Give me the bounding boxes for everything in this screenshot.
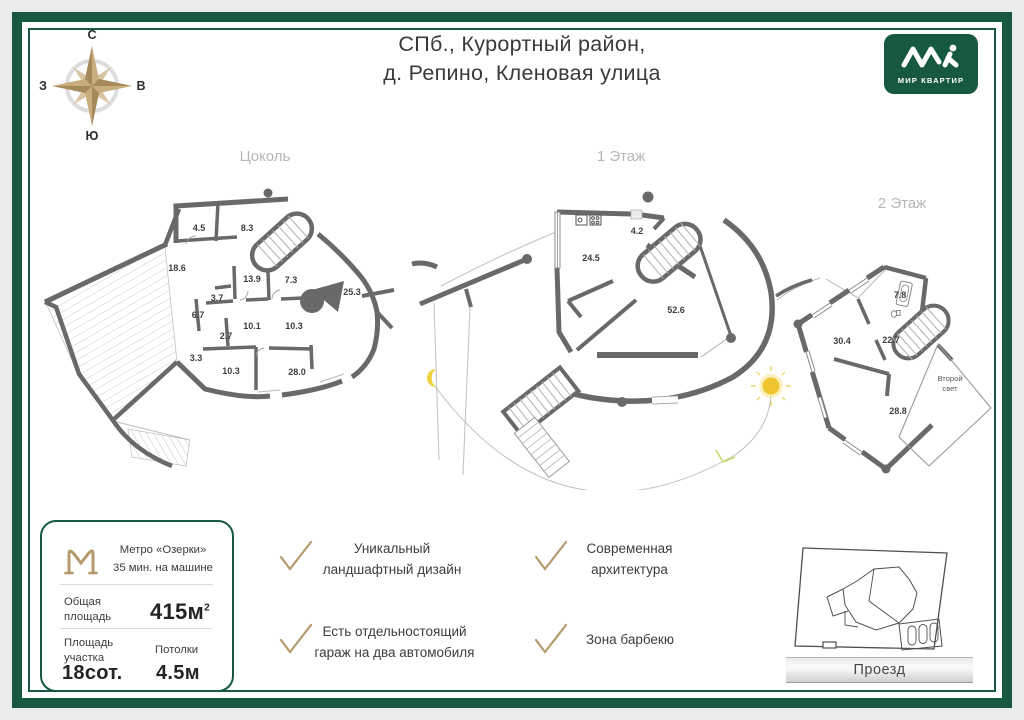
metro-station: Метро «Озерки» [119, 544, 207, 556]
second-light-label-line1: Второй [937, 374, 962, 383]
sun-icon [751, 366, 791, 406]
ceiling-value: 4.5м [156, 662, 200, 684]
column-dot [522, 254, 532, 264]
room-area-label: 3.7 [211, 293, 224, 303]
room-area-label: 3.3 [190, 353, 203, 363]
floor2-plan: 7.8 30.4 22.7 28.8 Второй свет [775, 264, 992, 474]
checkmark-icon [534, 623, 568, 654]
floor1-plan: 24.5 4.2 52.6 [411, 191, 791, 490]
compass-north-label: С [87, 28, 96, 42]
basement-floor-plan: 4.5 8.3 18.6 13.9 7.3 25.3 3.7 6.7 10.1 … [43, 188, 395, 469]
basement-stair-tower [249, 211, 315, 273]
room-area-label: 28.8 [889, 406, 907, 416]
brand-logo: МИР КВАРТИР [884, 34, 978, 94]
feature-architecture: Современная архитектура [586, 541, 673, 577]
room-area-label: 7.3 [285, 275, 298, 285]
logo-brand-text: МИР КВАРТИР [897, 76, 965, 85]
window-hatches [805, 277, 870, 456]
compass-south-label: Ю [86, 129, 99, 142]
site-boundary-lines [433, 231, 772, 490]
road-label: Проезд [853, 662, 906, 678]
room-area-label: 7.8 [894, 290, 907, 300]
divider [60, 628, 213, 629]
garage-footprint [898, 618, 943, 651]
room-area-label: 52.6 [667, 305, 685, 315]
room-area-label: 10.3 [222, 366, 240, 376]
feature-bbq: Зона барбекю [586, 632, 674, 647]
page-title: СПб., Курортный район, д. Репино, Кленов… [262, 30, 782, 88]
total-area-value: 415м2 [149, 599, 210, 624]
sun-path-arrow-icon [715, 449, 736, 463]
title-line-2: д. Репино, Кленовая улица [383, 61, 661, 85]
compass-rose: С В Ю З [39, 28, 145, 142]
road-label-bar: Проезд [786, 657, 973, 683]
column-dot [617, 397, 627, 407]
column-dot [263, 188, 273, 198]
checkmark-icon [279, 623, 313, 654]
basement-title: Цоколь [239, 148, 291, 165]
floor1-title: 1 Этаж [596, 148, 646, 165]
inner-green-frame [28, 28, 996, 692]
column-dot [793, 319, 803, 329]
bathroom-icons [890, 280, 913, 318]
room-area-label: 4.2 [631, 226, 644, 236]
plot-area-value: 18сот. [62, 662, 123, 684]
garden-stairs-hatch [127, 428, 191, 467]
checkmark-icon [279, 540, 313, 571]
compass-west-label: З [39, 79, 47, 93]
exterior-stairs-upper [500, 364, 582, 439]
logo-mk-mark-icon [901, 44, 959, 68]
second-light-label-line2: свет [942, 384, 958, 393]
title-line-1: СПб., Курортный район, [398, 32, 646, 56]
checkmark-icon [534, 540, 568, 571]
ceiling-label: Потолки [155, 644, 199, 656]
column-dot [726, 333, 736, 343]
roof-peak-lines [825, 268, 887, 299]
compass-east-label: В [136, 79, 145, 93]
floor2-stair-tower [891, 303, 951, 361]
floor1-stair-tower [635, 221, 703, 284]
column-dot [881, 464, 891, 474]
room-area-label: 18.6 [168, 263, 186, 273]
room-area-label: 10.3 [285, 321, 303, 331]
room-area-label: 24.5 [582, 253, 600, 263]
exterior-stairs-lower [513, 416, 571, 479]
plot-boundary [794, 547, 948, 650]
room-area-label: 28.0 [288, 367, 306, 377]
kitchen-icons [575, 214, 602, 226]
metro-icon [64, 549, 98, 575]
feature-garage: Есть отдельностоящий гараж на два автомо… [314, 624, 475, 660]
total-area-label: Общая площадь [64, 596, 112, 623]
room-area-label: 30.4 [833, 336, 851, 346]
room-area-label: 22.7 [882, 335, 900, 345]
plot-area-label: Площадь участка [64, 637, 114, 664]
moon-icon [427, 369, 436, 387]
plot-gate [822, 641, 837, 649]
room-area-label: 6.7 [192, 310, 205, 320]
divider [60, 584, 213, 585]
room-area-label: 4.5 [193, 223, 206, 233]
room-area-label: 13.9 [243, 274, 261, 284]
floor2-title: 2 Этаж [877, 195, 927, 212]
metro-travel-time: 35 мин. на машине [113, 562, 213, 574]
column-dot [642, 191, 654, 203]
feature-landscape: Уникальный ландшафтный дизайн [322, 541, 462, 577]
room-area-label: 10.1 [243, 321, 261, 331]
property-info-card: Метро «Озерки» 35 мин. на машине Общая п… [40, 520, 234, 692]
room-area-label: 25.3 [343, 287, 361, 297]
room-area-label: 8.3 [241, 223, 254, 233]
house-footprint [842, 566, 918, 631]
site-plan [794, 547, 948, 651]
second-light-outline [898, 342, 992, 467]
entrance-door-gap [630, 209, 643, 220]
room-area-label: 2.7 [220, 331, 233, 341]
